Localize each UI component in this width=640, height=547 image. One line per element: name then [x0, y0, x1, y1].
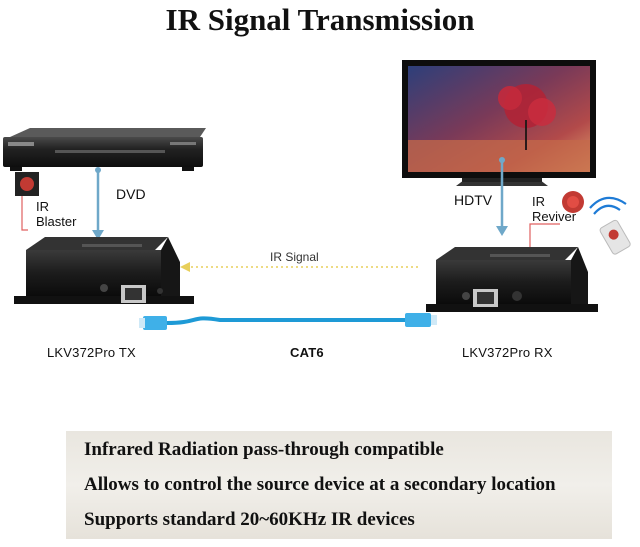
cat6-cable-icon [139, 313, 437, 330]
connection-diagram [3, 60, 631, 330]
hdtv-label: HDTV [454, 192, 493, 208]
feature-list: Infrared Radiation pass-through compatib… [66, 431, 612, 539]
page-title: IR Signal Transmission [165, 2, 475, 37]
tx-label: LKV372Pro TX [47, 345, 136, 360]
ir-signal-label: IR Signal [270, 250, 319, 264]
ir-receiver-label-line1: IR [532, 194, 545, 209]
tx-extender-icon [14, 237, 194, 304]
dvd-player-icon [3, 128, 206, 171]
ir-blaster-label-line2: Blaster [36, 214, 77, 229]
ir-receiver-label-line2: Reviver [532, 209, 577, 224]
feature-item: Infrared Radiation pass-through compatib… [84, 439, 444, 460]
ir-blaster-icon [15, 172, 39, 231]
ir-blaster-label-line1: IR [36, 199, 49, 214]
remote-control-icon [589, 196, 631, 255]
dvd-to-tx-arrow-icon [92, 167, 104, 240]
ir-signal-arrow-icon [180, 262, 418, 272]
rx-extender-icon [426, 247, 598, 312]
ir-receiver-icon [529, 191, 584, 248]
hdtv-icon [402, 60, 596, 186]
feature-item: Allows to control the source device at a… [84, 474, 556, 495]
rx-label: LKV372Pro RX [462, 345, 553, 360]
hdtv-to-rx-arrow-icon [496, 157, 508, 236]
dvd-label: DVD [116, 186, 146, 202]
cable-label: CAT6 [290, 345, 324, 360]
feature-item: Supports standard 20~60KHz IR devices [84, 509, 415, 530]
